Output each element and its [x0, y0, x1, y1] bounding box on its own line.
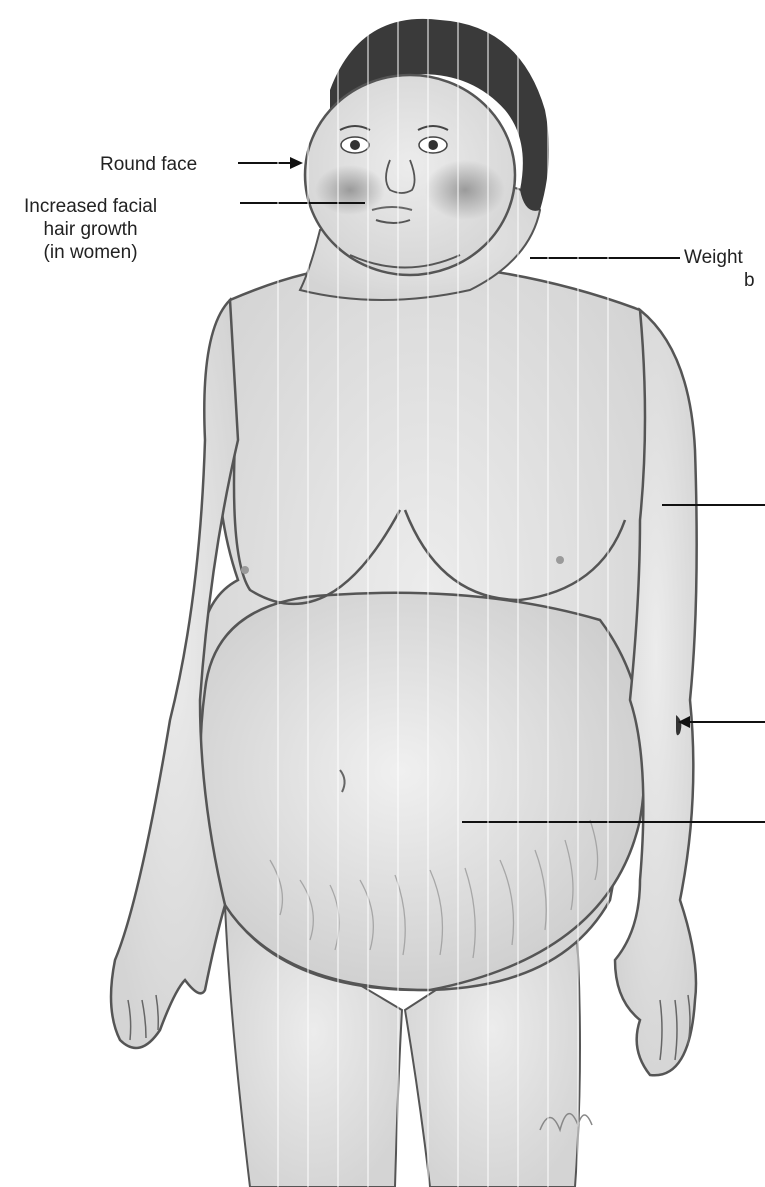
label-facial-hair-line1: Increased facial	[24, 195, 157, 218]
label-facial-hair: Increased facial hair growth (in women)	[24, 195, 157, 264]
arrow-right-icon	[290, 157, 303, 169]
label-weight-line1: Weight	[684, 246, 755, 269]
label-round-face: Round face	[100, 153, 197, 176]
label-weight: Weight b	[684, 246, 755, 292]
label-facial-hair-line3: (in women)	[24, 241, 157, 264]
label-round-face-text: Round face	[100, 153, 197, 176]
label-weight-line2: b	[684, 269, 755, 292]
label-facial-hair-line2: hair growth	[24, 218, 157, 241]
